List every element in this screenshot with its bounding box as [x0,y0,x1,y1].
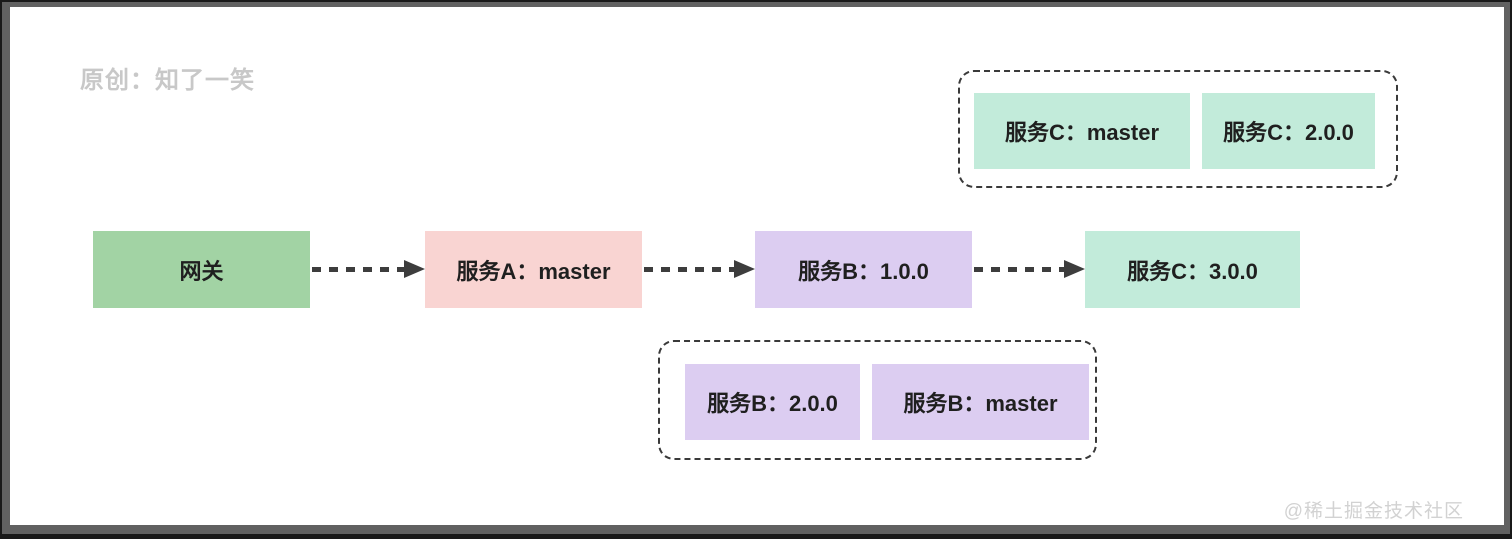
dashed-arrow-gateway-to-a [312,260,425,278]
service-c-version-group: 服务C：master 服务C：2.0.0 [958,70,1398,188]
dashed-arrow-a-to-b [644,260,755,278]
node-service-c-2-0-0: 服务C：2.0.0 [1202,93,1375,169]
node-label: 网关 [179,258,224,284]
node-service-c-3-0-0: 服务C：3.0.0 [1085,231,1300,308]
arrow-dashes [974,266,1066,272]
node-label: 服务C：master [1004,120,1160,145]
node-gateway: 网关 [93,231,310,308]
arrow-head-icon [404,260,425,278]
dashed-arrow-b-to-c [974,260,1085,278]
node-label: 服务A：master [456,258,611,284]
node-service-b-1-0-0: 服务B：1.0.0 [755,231,972,308]
arrow-head-icon [734,260,755,278]
arrow-head-icon [1064,260,1085,278]
author-watermark: 原创：知了一笑 [80,67,255,94]
node-label: 服务B：master [903,391,1058,416]
node-label: 服务C：3.0.0 [1127,258,1258,284]
arrow-dashes [644,266,736,272]
node-label: 服务C：2.0.0 [1223,120,1354,145]
community-watermark: @稀土掘金技术社区 [1283,501,1464,522]
arrow-dashes [312,266,406,272]
node-label: 服务B：2.0.0 [707,391,838,416]
node-service-a-master: 服务A：master [425,231,642,308]
node-label: 服务B：1.0.0 [798,258,929,284]
node-service-b-2-0-0: 服务B：2.0.0 [685,364,860,440]
node-service-c-master: 服务C：master [974,93,1190,169]
diagram-canvas: 原创：知了一笑 服务C：master 服务C：2.0.0 网关 服务A：mast… [10,7,1504,525]
node-service-b-master: 服务B：master [872,364,1089,440]
service-b-version-group: 服务B：2.0.0 服务B：master [658,340,1097,460]
